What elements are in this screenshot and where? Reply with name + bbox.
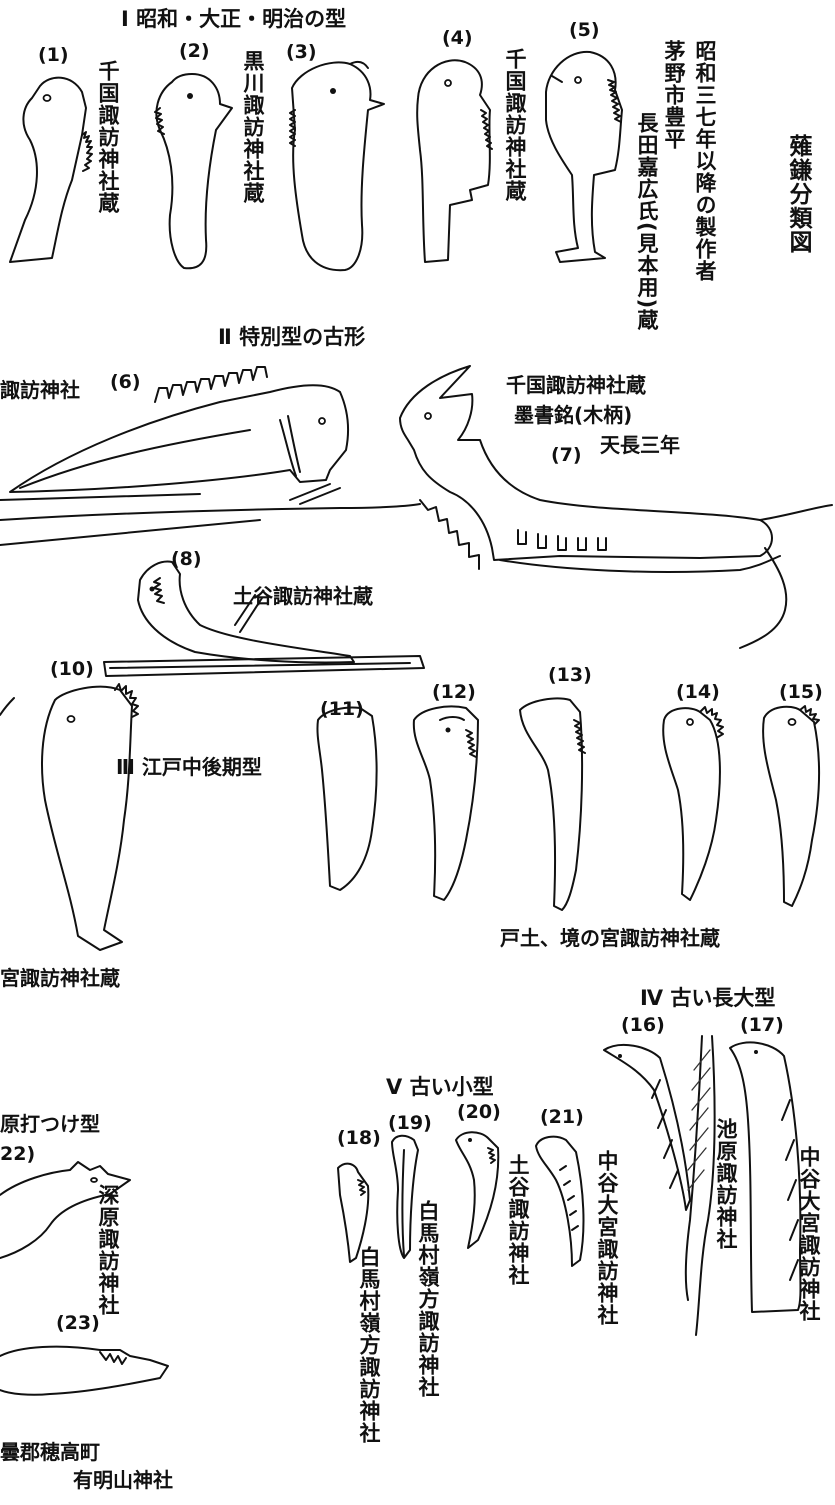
sickle-23-drawing — [0, 1347, 168, 1395]
sickle-21-drawing — [536, 1137, 583, 1266]
caption-7-inscription: 墨書銘(木柄) — [514, 405, 632, 425]
label-number-2: (2) — [179, 42, 210, 61]
caption-5-place: 茅野市豊平 — [663, 40, 684, 150]
sickle-16-drawing — [604, 1036, 715, 1335]
label-number-19: (19) — [388, 1114, 432, 1133]
section-2-heading: Ⅱ 特別型の古形 — [218, 327, 365, 348]
label-number-1: (1) — [38, 46, 69, 65]
section-4-heading: Ⅳ 古い長大型 — [640, 988, 775, 1009]
sickle-10-drawing — [0, 684, 138, 950]
caption-22: 深原諏訪神社 — [97, 1184, 118, 1316]
label-number-8: (8) — [171, 550, 202, 569]
label-number-18: (18) — [337, 1129, 381, 1148]
caption-19: 白馬村嶺方諏訪神社 — [417, 1200, 438, 1398]
sickle-19-drawing — [392, 1136, 418, 1258]
label-number-22: 22) — [0, 1145, 35, 1164]
caption-4: 千国諏訪神社蔵 — [504, 48, 525, 202]
caption-11-15: 戸土、境の宮諏訪神社蔵 — [500, 928, 720, 948]
caption-1: 千国諏訪神社蔵 — [97, 60, 118, 214]
caption-5-maker: 昭和三七年以降の製作者 — [694, 40, 715, 282]
label-number-13: (13) — [548, 666, 592, 685]
section-1-heading: Ⅰ 昭和・大正・明治の型 — [121, 9, 346, 30]
caption-8: 土谷諏訪神社蔵 — [233, 586, 373, 606]
sickle-1-drawing — [10, 78, 92, 262]
caption-23-district: 曇郡穂高町 — [0, 1442, 100, 1462]
sickle-7-drawing — [0, 366, 832, 648]
label-number-4: (4) — [442, 29, 473, 48]
sickle-13-drawing — [520, 698, 585, 910]
caption-2: 黒川諏訪神社蔵 — [242, 50, 263, 204]
caption-6: 諏訪神社 — [0, 380, 80, 400]
label-number-20: (20) — [457, 1103, 501, 1122]
section-3-heading: Ⅲ 江戸中後期型 — [116, 757, 262, 777]
caption-7-owner: 千国諏訪神社蔵 — [506, 375, 646, 395]
label-number-5: (5) — [569, 21, 600, 40]
caption-18: 白馬村嶺方諏訪神社 — [358, 1246, 379, 1444]
label-number-16: (16) — [621, 1016, 665, 1035]
section-5-heading: Ⅴ 古い小型 — [386, 1077, 494, 1098]
caption-20-21: 土谷諏訪神社 — [507, 1154, 528, 1286]
label-number-12: (12) — [432, 683, 476, 702]
label-number-14: (14) — [676, 683, 720, 702]
sickle-2-drawing — [155, 74, 232, 268]
caption-5-owner: 長田嘉広氏(見本用)蔵 — [636, 112, 657, 331]
sickle-15-drawing — [763, 706, 819, 906]
caption-16: 池原諏訪神社 — [715, 1118, 736, 1250]
caption-16-17-place: 中谷大宮諏訪神社 — [596, 1150, 617, 1326]
label-number-17: (17) — [740, 1016, 784, 1035]
caption-10: 宮諏訪神社蔵 — [0, 968, 120, 988]
label-number-7: (7) — [551, 446, 582, 465]
sickle-8-drawing — [104, 562, 424, 676]
label-number-21: (21) — [540, 1108, 584, 1127]
sickle-11-drawing — [317, 708, 376, 891]
label-number-15: (15) — [779, 683, 823, 702]
label-number-3: (3) — [286, 43, 317, 62]
caption-7-date: 天長三年 — [600, 435, 680, 455]
sickle-17-drawing — [730, 1042, 801, 1312]
sickle-12-drawing — [414, 707, 478, 901]
sickle-4-drawing — [417, 60, 492, 262]
label-number-11: (11) — [320, 700, 364, 719]
sickle-5-drawing — [546, 52, 622, 262]
figure-title: 薙鎌分類図 — [786, 134, 809, 254]
sickle-20-drawing — [456, 1132, 498, 1248]
label-number-10: (10) — [50, 660, 94, 679]
caption-23-shrine: 有明山神社 — [73, 1470, 173, 1490]
label-number-23: (23) — [56, 1314, 100, 1333]
label-number-6: (6) — [110, 373, 141, 392]
sickle-14-drawing — [663, 707, 723, 900]
caption-17: 中谷大宮諏訪神社 — [798, 1146, 819, 1322]
section-6-heading: 原打つけ型 — [0, 1114, 100, 1134]
sickle-3-drawing — [290, 62, 384, 270]
